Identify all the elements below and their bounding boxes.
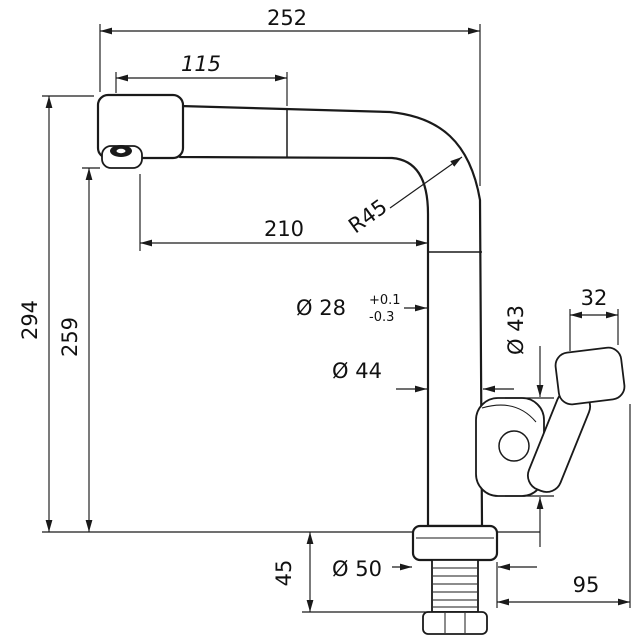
dim-riser-tol-minus: -0.3 (369, 310, 394, 325)
dim-overall-height-label: 294 (18, 300, 42, 340)
aerator-ring-center (116, 148, 126, 154)
dim-riser-tol-plus: +0.1 (369, 293, 401, 308)
faucet-line-art (42, 93, 626, 635)
shank-thread-lines (433, 567, 477, 608)
dim-bend-radius-label: R45 (344, 194, 392, 238)
dim-valve-diameter: Ø 43 (504, 305, 554, 547)
dim-overall-height: 294 (18, 95, 94, 532)
dim-spout-height-label: 259 (58, 317, 82, 357)
dim-handle-width-label: 32 (581, 286, 608, 310)
dim-overall-width-label: 252 (267, 6, 307, 30)
dim-body-diameter: Ø 44 (332, 359, 514, 393)
handle-joint (498, 430, 530, 462)
dim-head-length: 115 (115, 52, 288, 106)
dim-spout-reach: 210 (139, 174, 428, 251)
dim-handle-reach: 95 (496, 404, 631, 608)
dim-shank-length-label: 45 (272, 560, 296, 587)
dim-head-length-label: 115 (181, 52, 221, 76)
dim-shank-length: 45 (272, 532, 430, 613)
dim-spout-height: 259 (58, 167, 100, 532)
dim-valve-diameter-label: Ø 43 (504, 305, 528, 355)
valve-cover-line (481, 404, 537, 423)
dim-base-diameter-label: Ø 50 (332, 557, 382, 581)
base-flange (411, 524, 499, 562)
spout-and-riser-outline (178, 104, 484, 528)
dim-body-diameter-label: Ø 44 (332, 359, 382, 383)
dim-riser-diameter-label: Ø 28 (296, 296, 346, 320)
dim-handle-width: 32 (569, 286, 619, 351)
dim-handle-reach-label: 95 (573, 573, 600, 597)
dim-overall-width: 252 (99, 6, 481, 186)
mounting-nut (422, 611, 488, 635)
handle-paddle (554, 346, 626, 406)
mounting-shank (431, 559, 479, 613)
dim-base-diameter: Ø 50 (332, 557, 537, 581)
dim-riser-diameter: Ø 28 +0.1 -0.3 (296, 293, 427, 325)
dim-spout-reach-label: 210 (264, 217, 304, 241)
